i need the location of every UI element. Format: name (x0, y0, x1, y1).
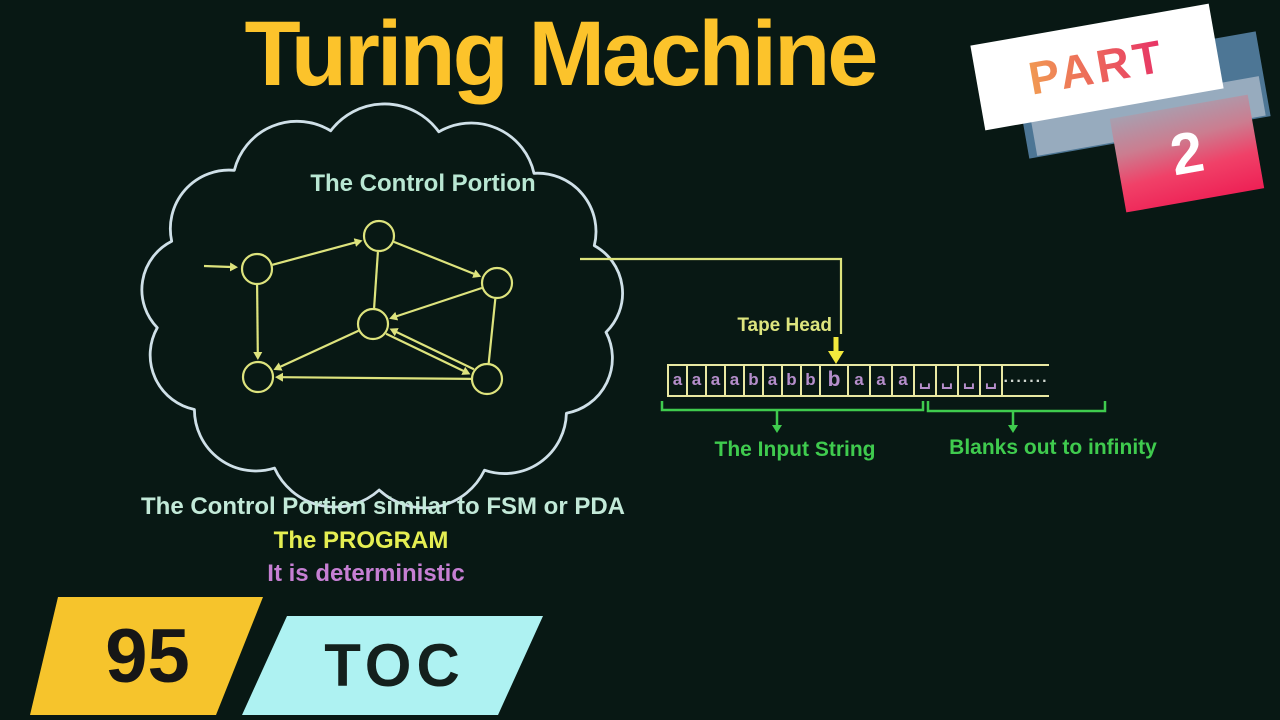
graph-edge (272, 238, 363, 266)
graph-edge (273, 329, 359, 371)
input-string-label: The Input String (714, 438, 876, 461)
input-string-bracket (660, 401, 925, 412)
tape-cell: a (764, 366, 783, 395)
tape-cell: ␣ (981, 366, 1003, 395)
graph-edge (389, 286, 483, 321)
tape-cell: ␣ (937, 366, 959, 395)
start-arrow (203, 262, 238, 272)
graph-edge (373, 251, 379, 309)
state-node (356, 307, 390, 341)
state-node (241, 360, 275, 394)
tape-cell: b (802, 366, 821, 395)
blanks-label: Blanks out to infinity (949, 436, 1157, 459)
tape-cell: a (669, 366, 688, 395)
note-deterministic: It is deterministic (267, 560, 465, 587)
cloud-to-tape-connector (580, 257, 843, 334)
subject-label: TOC (324, 632, 465, 699)
tape-cell: b (783, 366, 802, 395)
tape-cell-head: b (821, 366, 849, 395)
state-diagram (203, 219, 514, 396)
tape-cell: a (726, 366, 745, 395)
blanks-bracket (926, 401, 1107, 413)
graph-edge (275, 372, 472, 382)
graph-edge (487, 298, 497, 364)
state-node (480, 266, 514, 300)
part-number: 2 (1165, 118, 1209, 189)
page-title: Turing Machine (244, 3, 879, 105)
state-node (470, 362, 504, 396)
tape-cell: ␣ (959, 366, 981, 395)
cloud-label: The Control Portion (310, 170, 536, 197)
tape-cell: a (688, 366, 707, 395)
graph-edge (253, 284, 263, 360)
tape-cell: a (893, 366, 915, 395)
cloud-outline (140, 102, 624, 510)
tape-cell: a (707, 366, 726, 395)
tape-cell: a (849, 366, 871, 395)
tape-infinity-dots: ....... (1003, 369, 1049, 386)
tape-head-label: Tape Head (737, 315, 832, 336)
tape-cell: a (871, 366, 893, 395)
part-badge: PART 2 (960, 0, 1280, 220)
part-label: PART (1024, 29, 1170, 105)
graph-edge (393, 240, 482, 278)
subject-badge: TOC (242, 616, 543, 715)
graph-edge (389, 328, 475, 371)
note-program: The PROGRAM (273, 527, 449, 554)
note-fsm-pda: The Control Portion similar to FSM or PD… (140, 493, 626, 520)
state-node (362, 219, 396, 253)
tape-cell: b (745, 366, 764, 395)
tape-cell: ␣ (915, 366, 937, 395)
state-node (240, 252, 274, 286)
episode-number: 95 (105, 613, 190, 699)
graph-edge (385, 332, 471, 375)
